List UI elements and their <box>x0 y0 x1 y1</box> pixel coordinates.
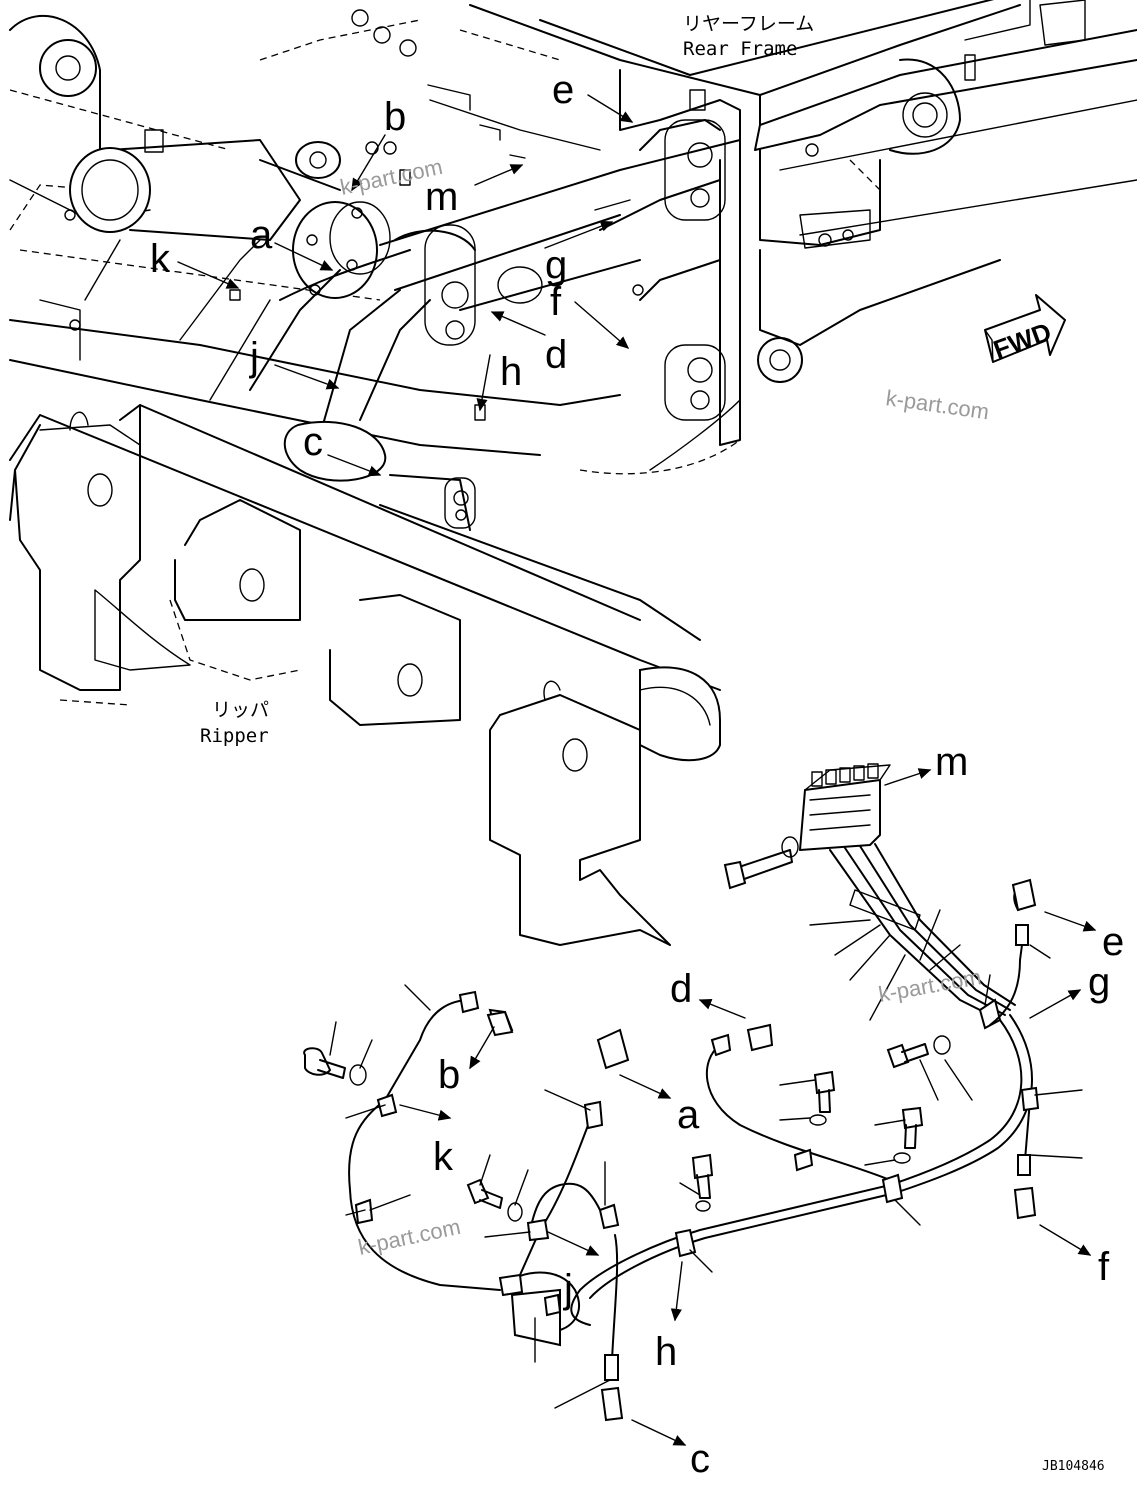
callout-m-top: m <box>425 175 458 219</box>
callout-b-bottom: b <box>438 1053 460 1097</box>
callout-j-top: j <box>249 335 259 379</box>
leader-lines <box>329 909 1083 1409</box>
callout-c-top: c <box>303 420 323 464</box>
callout-c-bottom: c <box>690 1437 710 1481</box>
callout-e-top: e <box>552 68 574 112</box>
callout-a-top: a <box>250 213 273 257</box>
ripper-label-jp: リッパ <box>212 699 269 721</box>
callout-f-bottom: f <box>1098 1245 1110 1289</box>
rear-frame-drawing <box>9 0 1137 531</box>
callout-j-bottom: j <box>563 1267 573 1311</box>
callout-h-bottom: h <box>655 1330 677 1374</box>
callout-f-top: f <box>550 280 562 324</box>
manifold-block <box>799 763 891 851</box>
fwd-arrow-icon: FWD <box>984 294 1066 365</box>
callout-d-bottom: d <box>670 967 692 1011</box>
callout-arrows <box>177 94 1097 1446</box>
drawing-code: JB104846 <box>1042 1459 1105 1474</box>
bolt-group <box>303 1035 951 1222</box>
rear-frame-label-jp: リヤーフレーム <box>683 13 814 35</box>
rear-frame-label-en: Rear Frame <box>683 38 797 60</box>
callout-d-top: d <box>545 333 567 377</box>
watermark-right: k-part.com <box>884 385 990 424</box>
callout-e-bottom: e <box>1102 920 1124 964</box>
callout-h-top: h <box>500 350 522 394</box>
callout-a-bottom: a <box>677 1093 700 1137</box>
callout-g-top: g <box>545 243 567 287</box>
harness-drawing <box>303 763 1083 1422</box>
callout-m-bottom: m <box>935 740 968 784</box>
callout-g-bottom: g <box>1088 960 1110 1004</box>
callout-k-bottom: k <box>433 1135 454 1179</box>
callout-b-top: b <box>384 95 406 139</box>
callout-k-top: k <box>150 237 171 281</box>
ripper-drawing <box>9 404 721 946</box>
ripper-label-en: Ripper <box>200 725 269 747</box>
fwd-label: FWD <box>989 316 1055 364</box>
